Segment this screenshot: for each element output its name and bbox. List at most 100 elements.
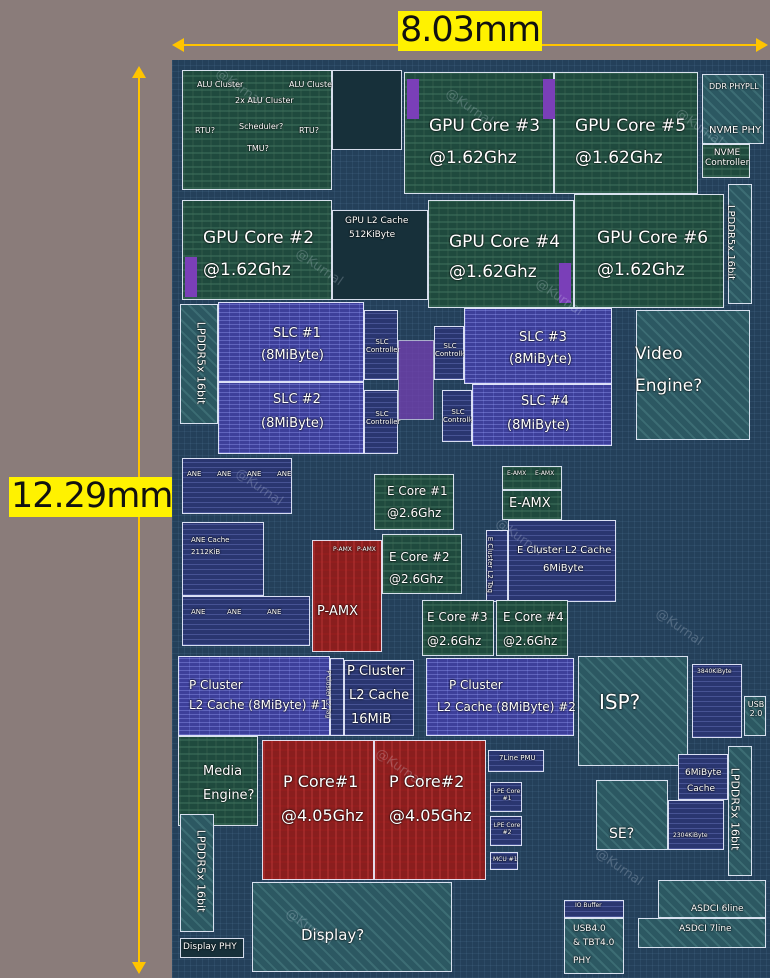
p-amx-small-label-2: P-AMX	[357, 547, 376, 554]
e-amx-label: E-AMX	[509, 497, 551, 511]
slc-controller-2-block: SLC Controller	[364, 390, 398, 454]
pll-label: PLL	[745, 83, 759, 92]
e-core-2-block: E Core #2 @2.6Ghz	[382, 534, 462, 594]
gpu-l2-cache-label: GPU L2 Cache	[345, 217, 408, 227]
se-label: SE?	[609, 827, 634, 842]
lpddr5x-right-top-label: LPDDR5x 16bit	[725, 205, 736, 280]
e-core-1-block: E Core #1 @2.6Ghz	[374, 474, 454, 530]
e-cluster-l2-tag-label: E Cluster L2 Tag	[485, 537, 493, 593]
height-arrow-bottom-head	[132, 962, 146, 974]
slc-2-size: (8MiByte)	[261, 417, 324, 431]
p-cluster-l2-mid-block: P Cluster L2 Cache 16MiB	[344, 660, 414, 736]
sram-3840-block: 3840KiByte	[692, 664, 742, 738]
sram-3840-label: 3840KiByte	[697, 669, 732, 676]
media-engine-label-2: Engine?	[203, 789, 254, 803]
e-core-4-freq: @2.6Ghz	[503, 635, 557, 648]
scheduler-label: Scheduler?	[239, 123, 283, 132]
e-core-3-freq: @2.6Ghz	[427, 635, 481, 648]
ane-cache-label: ANE Cache	[191, 537, 229, 545]
asdci-7-label: ASDCI 7line	[679, 925, 732, 935]
p-amx-block: P-AMX P-AMX P-AMX	[312, 540, 382, 652]
slc-4-block: SLC #4 (8MiByte)	[472, 384, 612, 446]
slc-3-size: (8MiByte)	[509, 353, 572, 367]
mcu-label: MCU #1	[493, 857, 518, 864]
height-arrow-top-head	[132, 66, 146, 78]
ane-lower-label-3: ANE	[267, 609, 281, 617]
lpddr5x-right-bottom-block: LPDDR5x 16bit	[728, 746, 752, 876]
rtu-label-a: RTU?	[195, 127, 215, 136]
lpddr5x-right-top-block: LPDDR5x 16bit	[728, 184, 752, 304]
ane-label-1: ANE	[187, 471, 201, 479]
gpu-core-2-label: GPU Core #2	[203, 229, 314, 248]
nvme-controller-label: NVME Controller	[705, 149, 749, 169]
e-core-1-freq: @2.6Ghz	[387, 507, 441, 520]
p-cluster-l2-tag-label: P Cluster L2 Tag	[324, 670, 331, 718]
p-cluster-l2-2-label-a: P Cluster	[449, 679, 503, 692]
ane-lower-label-2: ANE	[227, 609, 241, 617]
gpu-core-6-label: GPU Core #6	[597, 229, 708, 248]
p-core-1-freq: @4.05Ghz	[281, 807, 364, 825]
p-cluster-l2-tag-block: P Cluster L2 Tag	[330, 658, 344, 736]
gpu-core-6-block: GPU Core #6 @1.62Ghz	[574, 194, 724, 308]
slc-controller-4-block: SLC Controller	[442, 390, 472, 442]
width-arrow-right-head	[756, 38, 768, 52]
lpddr5x-left-bottom-label: LPDDR5x 16bit	[194, 830, 206, 913]
gpu-misc-block	[332, 70, 402, 150]
height-label: 12.29mm	[9, 477, 174, 517]
media-engine-block: Media Engine?	[178, 736, 258, 826]
p-core-1-label: P Core#1	[283, 773, 358, 791]
slc-1-size: (8MiByte)	[261, 349, 324, 363]
lpddr5x-left-block: LPDDR5x 16bit	[180, 304, 218, 424]
p-cluster-l2-mid-label-a: P Cluster	[347, 665, 405, 679]
slc-3-label: SLC #3	[519, 331, 567, 345]
cache-6mib-label-a: 6MiByte	[685, 769, 722, 779]
usb-2-label: USB 2.0	[746, 701, 766, 719]
gpu-core-3-block: GPU Core #3 @1.62Ghz	[404, 72, 554, 194]
p-cluster-l2-1-block: P Cluster L2 Cache (8MiByte) #1	[178, 656, 330, 736]
tbt-label: & TBT4.0	[573, 939, 614, 949]
gpu-core-4-freq: @1.62Ghz	[449, 263, 537, 282]
e-core-3-block: E Core #3 @2.6Ghz	[422, 600, 494, 656]
p-cluster-l2-2-block: P Cluster L2 Cache (8MiByte) #2	[426, 658, 574, 736]
cache-6mib-block: 6MiByte Cache	[678, 754, 728, 800]
gpu-core-4-label: GPU Core #4	[449, 233, 560, 252]
chip-die: ALU Cluster 2x ALU Cluster ALU Cluster S…	[172, 60, 770, 978]
slc-4-size: (8MiByte)	[507, 419, 570, 433]
lpddr5x-left-label: LPDDR5x 16bit	[194, 322, 206, 405]
slc-controller-3-block: SLC Controller	[434, 326, 464, 380]
p-cluster-l2-1-label-b: L2 Cache (8MiByte) #1	[189, 699, 328, 712]
slc-controller-1-block: SLC Controller	[364, 310, 398, 380]
slc-1-block: SLC #1 (8MiByte)	[218, 302, 364, 382]
mcu-block: MCU #1	[490, 852, 518, 870]
ane-cache-size: 2112KiB	[191, 549, 220, 557]
e-amx-small-block: E-AMX E-AMX	[502, 466, 562, 490]
sram-2304-label: 2304KiByte	[673, 833, 708, 840]
gpu-alu-block: ALU Cluster 2x ALU Cluster ALU Cluster S…	[182, 70, 332, 190]
ane-lower-label-1: ANE	[191, 609, 205, 617]
lpe-core-1-block: LPE Core #1	[490, 782, 522, 812]
ane-label-2: ANE	[217, 471, 231, 479]
alu-cluster-label-b: ALU Cluster	[289, 81, 335, 90]
e-amx-block: E-AMX	[502, 490, 562, 520]
sram-2304-block: 2304KiByte	[668, 800, 724, 850]
gpu-core-2-block: GPU Core #2 @1.62Ghz	[182, 200, 332, 300]
gpu-core-2-freq: @1.62Ghz	[203, 261, 291, 280]
se-block: SE?	[596, 780, 668, 850]
isp-block: ISP?	[578, 656, 688, 766]
e-cluster-l2-tag-block: E Cluster L2 Tag	[486, 530, 508, 602]
rtu-label-b: RTU?	[299, 127, 319, 136]
e-core-4-block: E Core #4 @2.6Ghz	[496, 600, 568, 656]
p-amx-label: P-AMX	[317, 605, 358, 619]
gpu-core-6-freq: @1.62Ghz	[597, 261, 685, 280]
lpe-core-2-block: LPE Core #2	[490, 816, 522, 846]
slc-3-block: SLC #3 (8MiByte)	[464, 308, 612, 384]
asdci-6-label: ASDCI 6line	[691, 905, 744, 915]
phy-label: PHY	[573, 957, 591, 967]
gpu-core-3-freq: @1.62Ghz	[429, 149, 517, 168]
slc-2-label: SLC #2	[273, 393, 321, 407]
pmu-block: 7Line PMU	[488, 750, 544, 772]
gpu-l2-cache-size: 512KiByte	[349, 231, 395, 241]
ane-label-4: ANE	[277, 471, 291, 479]
usb-2-block: USB 2.0	[744, 696, 766, 736]
slc-controller-2-label: SLC Controller	[366, 411, 398, 426]
